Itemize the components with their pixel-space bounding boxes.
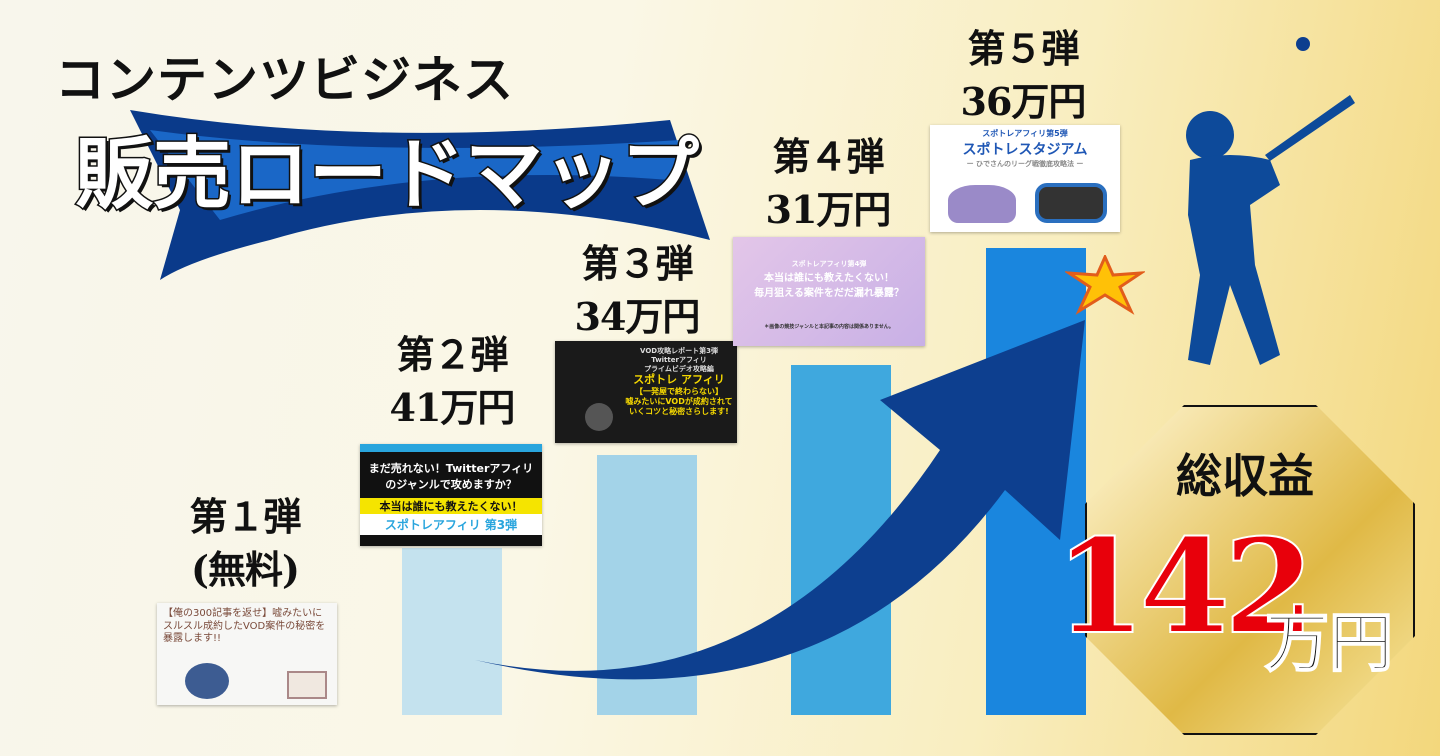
thumbnail-stage-1[interactable]: 【俺の300記事を返せ】嘘みたいにスルスル成約したVOD案件の秘密を暴露します!… [157,603,337,705]
total-value: 142 [1054,509,1315,664]
thumbnail-stage-5[interactable]: スポトレアフィリ第5弾 スポトレスタジアム ー ひでさんのリーグ戦徹底攻略法 ー [930,125,1120,232]
ribbon-banner-icon [130,110,710,280]
laptop-icon [287,671,327,699]
thumbnail-stage-4[interactable]: スポトレアフィリ第4弾 本当は誰にも教えたくない！毎月狙える案件をだだ漏れ暴露？… [733,237,925,346]
growth-arrow-icon [475,320,1085,680]
baseball-batter-silhouette-icon [1186,37,1355,365]
star-burst-icon [1065,255,1145,315]
total-unit: 万円 [1264,605,1394,682]
total-revenue-badge [1085,405,1415,735]
thumbnail-stage-1-photo [185,663,229,699]
total-label: 総収益 [1176,449,1314,503]
thumbnail-stage-1-caption: 【俺の300記事を返せ】嘘みたいにスルスル成約したVOD案件の秘密を暴露します!… [163,608,326,644]
title-top: コンテンツビジネス [55,51,514,109]
thumbnail-stage-2[interactable]: まだ売れない！Twitterアフィリのジャンルで攻めますか？ 本当は誰にも教えた… [360,444,542,546]
bar-stage-2 [402,548,502,715]
page-title: 販売ロードマップ [73,128,700,222]
stage-1-label: 第１弾(無料) [189,494,301,593]
